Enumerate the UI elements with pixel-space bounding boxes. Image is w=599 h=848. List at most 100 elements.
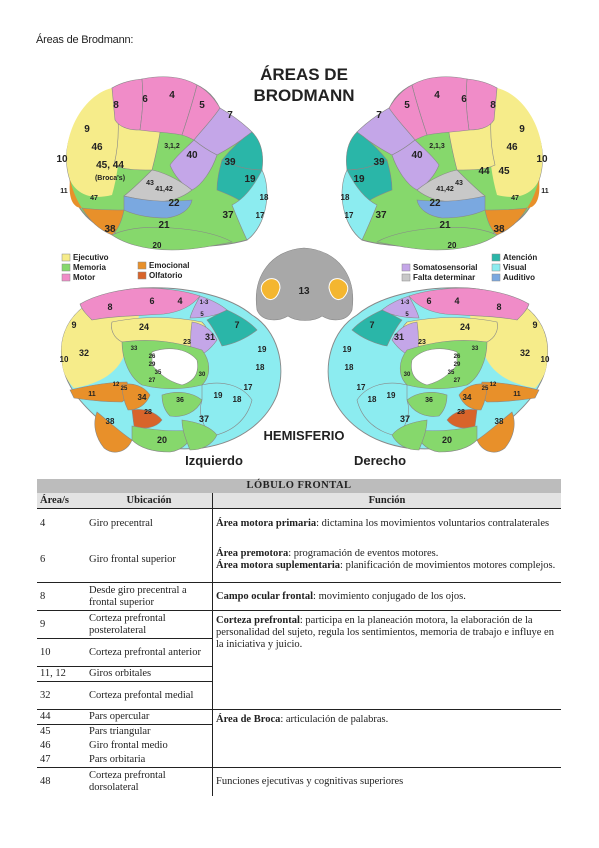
area-label: 2,1,3: [429, 143, 445, 150]
area-label: 39: [224, 157, 236, 168]
area-label: 20: [442, 435, 452, 445]
area-label: 45, 44: [96, 160, 124, 171]
lateral-right-hemisphere: [341, 76, 543, 251]
function-title: Campo ocular frontal: [216, 590, 314, 602]
area-label: 22: [429, 198, 441, 209]
area-label: 19: [387, 391, 396, 400]
area-label: 40: [186, 150, 198, 161]
legend-right: Somatosensorial Falta determinar Atenció…: [401, 253, 537, 282]
area-label: 40: [411, 150, 423, 161]
area-cell: 44: [37, 709, 86, 725]
area-label: 17: [357, 383, 366, 392]
area-label: 26: [149, 354, 156, 360]
table-row: 8 Desde giro precentral a frontal superi…: [37, 582, 561, 611]
header-ubicacion: Ubicación: [86, 493, 213, 509]
area-label: 44: [478, 166, 490, 177]
ubicacion-cell: Corteza prefrontal posterolateral: [86, 610, 213, 639]
area-label: 7: [227, 110, 233, 121]
area-label: 27: [454, 378, 461, 384]
table-row: 45 Pars triangular: [37, 725, 561, 740]
function-text: : planificación de movimientos motores c…: [340, 560, 556, 572]
area-cell: 4: [40, 517, 46, 529]
area-label: 11: [513, 391, 521, 398]
area-label: 23: [418, 339, 426, 346]
area-label: 9: [84, 124, 90, 135]
area-label: 25: [121, 386, 128, 392]
left-hemisphere-label: Izquierdo: [185, 453, 243, 468]
area-label: 37: [199, 414, 209, 424]
funcion-cell: Área de Broca: articulación de palabras.: [212, 709, 561, 768]
area-label: 47: [90, 195, 98, 202]
medial-left-labels: 6 4 1-3 8 5 9 24 31 7 32 33 23 26 29 30 …: [60, 296, 267, 445]
area-label: 9: [532, 320, 537, 330]
area-label: 5: [200, 312, 204, 318]
function-title: Área motora suplementaria: [216, 560, 341, 572]
area-label: 10: [56, 154, 68, 165]
ubicacion-cell: Giros orbitales: [86, 666, 213, 682]
area-label: 8: [113, 100, 119, 111]
funcion-cell: Corteza prefrontal: participa en la plan…: [212, 610, 561, 710]
area-label: 41,42: [155, 186, 173, 193]
lateral-right-labels: 4 6 8 9 5 7 2,1,3 40 39 46 44 45 10 19 1…: [341, 90, 549, 250]
figure-title-line1: ÁREAS DE: [260, 65, 348, 84]
medial-right-hemisphere: [327, 287, 549, 453]
area-cell: 8: [37, 582, 86, 611]
area-label: 36: [176, 397, 184, 404]
area-label: 11: [88, 391, 96, 398]
area-label: 35: [448, 370, 455, 376]
area-label: 28: [457, 409, 465, 416]
legend-item: Atención: [503, 253, 537, 262]
area-label: 38: [495, 417, 504, 426]
area-label: 22: [168, 198, 180, 209]
frontal-lobe-table: LÓBULO FRONTAL Área/s Ubicación Función …: [37, 479, 561, 796]
function-title: Corteza prefrontal: [216, 615, 300, 626]
ubicacion-cell: Giro frontal medio: [89, 740, 168, 751]
legend-item: Auditivo: [503, 273, 535, 282]
area-label: 32: [520, 348, 530, 358]
table-row: 32 Corteza prefontal medial: [37, 681, 561, 710]
brodmann-diagram: ÁREAS DE BRODMANN 4 6 8 9 5 7 3,1,2 40 4…: [56, 65, 550, 468]
function-title: Área de Broca: [216, 714, 281, 725]
hemisphere-label: HEMISFERIO: [264, 428, 345, 443]
ubicacion-cell: Giro frontal superior: [86, 538, 213, 583]
area-cell: 9: [37, 610, 86, 639]
area-label: 6: [461, 94, 467, 105]
area-label: 21: [439, 220, 451, 231]
area-label: 1-3: [200, 300, 209, 306]
legend-item: Motor: [73, 273, 95, 282]
table-row: 47 Pars orbitaria: [37, 753, 561, 768]
area-label: 31: [394, 332, 404, 342]
function-text: : dictamina los movimientos voluntarios …: [316, 517, 550, 529]
area-label: 8: [107, 302, 112, 312]
legend-item: Memoria: [73, 263, 106, 272]
area-label: 4: [177, 296, 182, 306]
area-label: 32: [79, 348, 89, 358]
legend-item: Falta determinar: [413, 273, 475, 282]
area-label: 33: [131, 346, 138, 352]
area-cell: 6: [37, 538, 86, 583]
area-label: 11: [60, 188, 68, 195]
area-label: 10: [541, 355, 550, 364]
ubicacion-cell: Corteza prefrontal dorsolateral: [89, 769, 166, 793]
area-label: (Broca's): [95, 175, 125, 182]
area-label: 4: [454, 296, 459, 306]
function-text: : participa en la planeación motora, la …: [216, 615, 554, 650]
table-row: 10 Corteza prefrontal anterior: [37, 638, 561, 667]
area-label: 37: [400, 414, 410, 424]
area-label: 38: [493, 224, 505, 235]
area-label: 18: [256, 363, 265, 372]
table-row: 6 Giro frontal superior Área premotora: …: [37, 538, 561, 583]
area-label: 7: [376, 110, 382, 121]
area-label: 8: [496, 302, 501, 312]
area-label: 19: [353, 174, 365, 185]
area-label: 43: [146, 180, 154, 187]
ubicacion-cell: Corteza prefrontal anterior: [86, 638, 213, 667]
area-label: 30: [199, 372, 206, 378]
area-label: 18: [341, 193, 350, 202]
table-row: 46 Giro frontal medio: [37, 739, 561, 753]
area-label: 20: [157, 435, 167, 445]
lateral-left-hemisphere: [66, 76, 268, 251]
funcion-cell: Área premotora: programación de eventos …: [212, 538, 561, 583]
figure-title-line2: BRODMANN: [253, 86, 354, 105]
table-row: 11, 12 Giros orbitales: [37, 666, 561, 682]
